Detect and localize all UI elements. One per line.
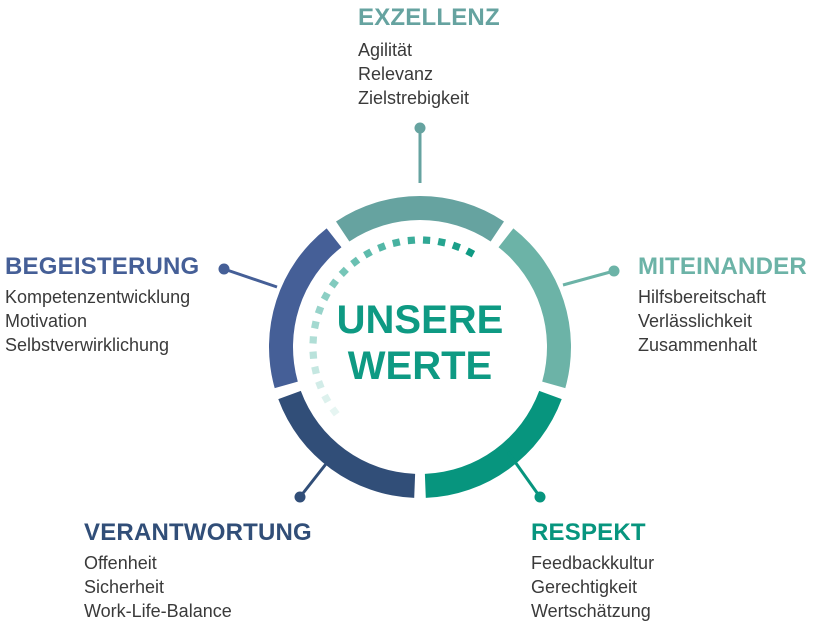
value-title-begeisterung: BEGEISTERUNG xyxy=(5,253,200,280)
value-item: Gerechtigkeit xyxy=(531,577,638,597)
progress-dot xyxy=(451,241,461,251)
ring-segment-exzellenz xyxy=(335,196,505,242)
value-item: Zusammenhalt xyxy=(638,335,758,355)
connector-dot-begeisterung xyxy=(218,263,230,275)
ring-segment-begeisterung xyxy=(269,228,342,389)
progress-dot xyxy=(407,236,416,245)
value-item: Zielstrebigkeit xyxy=(358,88,470,108)
ring-segment-respekt xyxy=(424,390,562,498)
connector-dot-miteinander xyxy=(608,265,620,277)
ring-segment-verantwortung xyxy=(278,390,416,498)
progress-dot xyxy=(315,380,325,390)
progress-dot xyxy=(328,278,339,289)
value-block-verantwortung: VERANTWORTUNG Offenheit Sicherheit Work-… xyxy=(84,519,312,623)
progress-dot xyxy=(363,248,373,259)
progress-dot xyxy=(321,393,332,404)
progress-dot xyxy=(465,247,476,258)
value-block-respekt: RESPEKT Feedbackkultur Gerechtigkeit Wer… xyxy=(531,519,654,623)
value-item: Sicherheit xyxy=(84,577,165,597)
connector-line-miteinander xyxy=(562,269,615,287)
value-item: Feedbackkultur xyxy=(531,553,655,573)
progress-dot xyxy=(320,291,331,302)
value-item: Work-Life-Balance xyxy=(84,601,232,621)
value-item: Selbstverwirklichung xyxy=(5,335,170,355)
value-block-exzellenz: EXZELLENZ Agilität Relevanz Zielstrebigk… xyxy=(358,4,500,110)
progress-dot xyxy=(338,266,349,277)
progress-dot xyxy=(311,365,320,375)
value-item: Kompetenzentwicklung xyxy=(5,287,191,307)
value-item: Offenheit xyxy=(84,553,157,573)
connector-dot-exzellenz xyxy=(414,122,426,134)
value-item: Agilität xyxy=(358,40,413,60)
center-title-line2: WERTE xyxy=(348,344,492,388)
progress-dot xyxy=(437,237,446,247)
ring-segment-miteinander xyxy=(498,228,571,389)
progress-dot xyxy=(309,351,318,360)
progress-dot xyxy=(350,256,361,267)
progress-dot xyxy=(329,406,340,417)
progress-dot xyxy=(309,336,318,344)
value-block-begeisterung: BEGEISTERUNG Kompetenzentwicklung Motiva… xyxy=(5,253,199,357)
value-item: Verlässlichkeit xyxy=(638,311,753,331)
center-title-line1: UNSERE xyxy=(337,298,504,342)
value-title-verantwortung: VERANTWORTUNG xyxy=(84,519,312,546)
connector-dot-respekt xyxy=(534,491,546,503)
progress-dot xyxy=(392,238,401,247)
value-item: Relevanz xyxy=(358,64,434,84)
value-item: Wertschätzung xyxy=(531,601,651,621)
connector-line-respekt xyxy=(506,451,542,498)
progress-dot xyxy=(311,320,320,330)
connector-line-begeisterung xyxy=(223,267,278,289)
value-item: Motivation xyxy=(5,311,88,331)
progress-dot xyxy=(422,236,431,245)
connector-dot-verantwortung xyxy=(294,491,306,503)
progress-dot xyxy=(314,305,325,315)
value-block-miteinander: MITEINANDER Hilfsbereitschaft Verlässlic… xyxy=(638,253,807,357)
value-title-respekt: RESPEKT xyxy=(531,519,646,546)
connector-line-verantwortung xyxy=(298,454,335,498)
progress-dot xyxy=(377,242,387,252)
value-item: Hilfsbereitschaft xyxy=(638,287,767,307)
value-title-exzellenz: EXZELLENZ xyxy=(358,4,500,31)
value-title-miteinander: MITEINANDER xyxy=(638,253,807,280)
